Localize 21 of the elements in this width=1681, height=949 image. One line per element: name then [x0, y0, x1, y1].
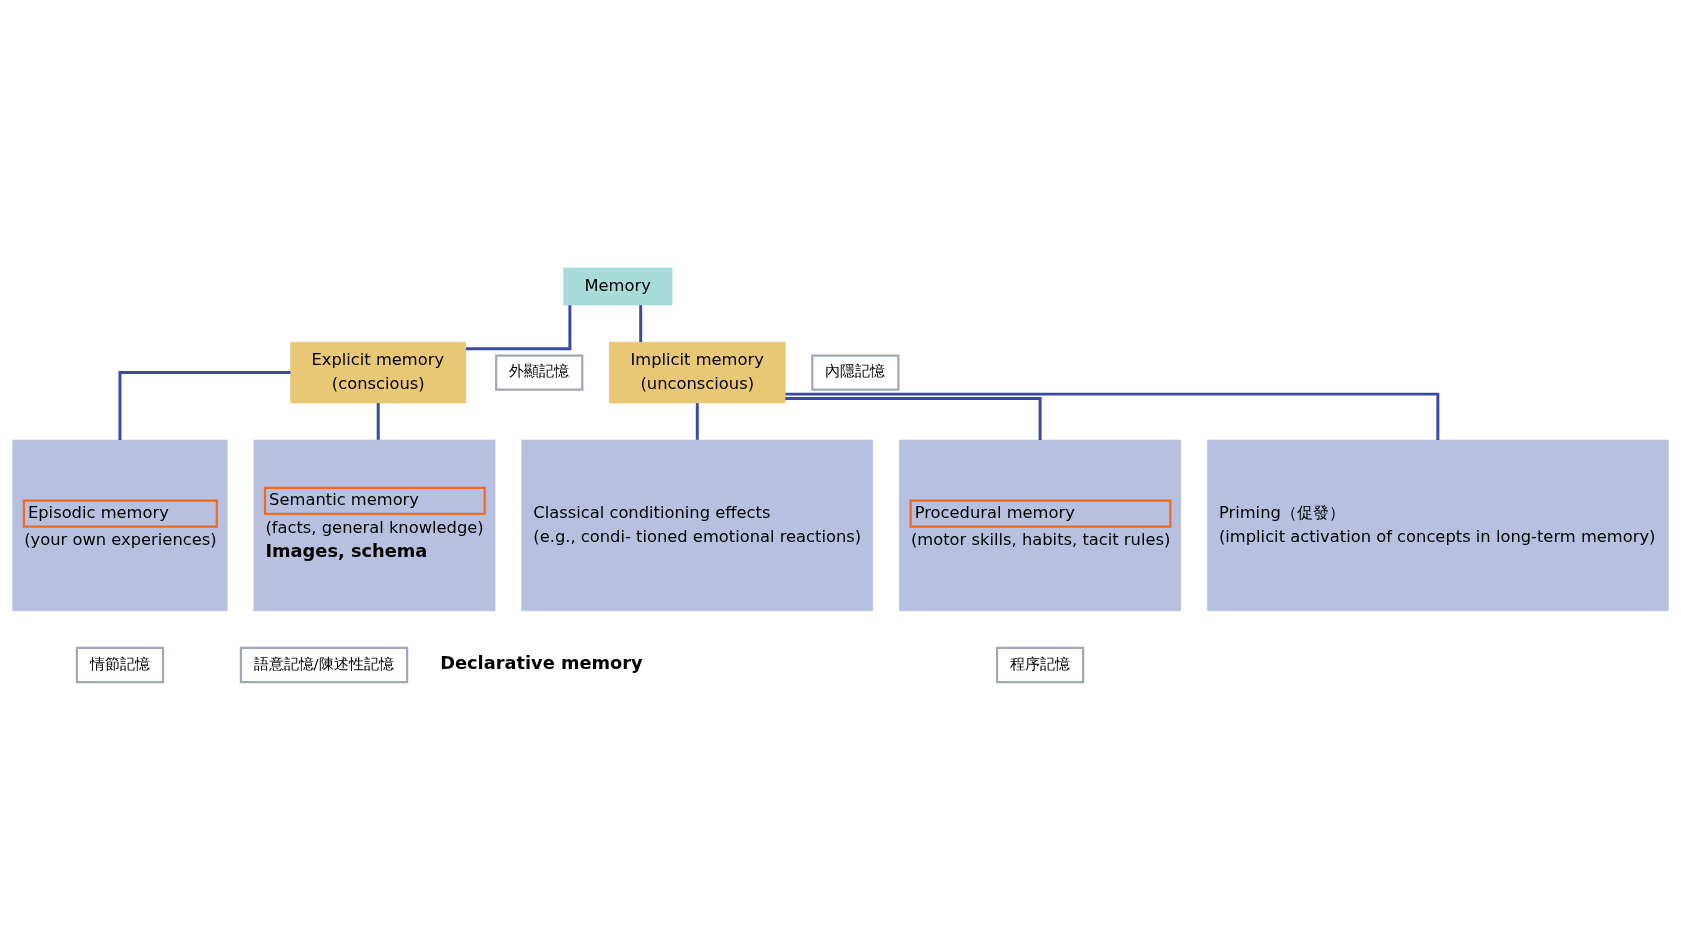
connector	[465, 304, 572, 350]
node-box: Classical conditioning effects (e.g., condi- tioned emotional reactions)	[521, 439, 874, 611]
connector	[639, 304, 643, 342]
connector	[118, 370, 291, 440]
connector	[695, 402, 699, 440]
node-box: Priming（促發） (implicit activation of concepts in long-term memory)	[1207, 439, 1669, 611]
connector	[376, 402, 380, 440]
node-box: 外顯記憶	[495, 353, 584, 391]
connector	[785, 396, 1042, 440]
node-box: Memory	[563, 267, 673, 305]
node-box: Semantic memory (facts, general knowledge) Images, schema	[253, 439, 496, 611]
node-box: Explicit memory (conscious)	[290, 341, 467, 403]
node-box: Implicit memory (unconscious)	[609, 341, 786, 403]
node-box: Episodic memory (your own experiences)	[12, 439, 228, 611]
node-box: 情節記憶	[75, 646, 165, 683]
connector	[785, 392, 1440, 440]
node-box: Procedural memory (motor skills, habits, tacit rules)	[899, 439, 1182, 611]
label: Declarative memory	[440, 651, 643, 673]
node-box: 語意記憶/陳述性記憶	[239, 646, 409, 683]
node-box: 程序記憶	[995, 646, 1085, 683]
node-box: 內隱記憶	[811, 353, 900, 391]
